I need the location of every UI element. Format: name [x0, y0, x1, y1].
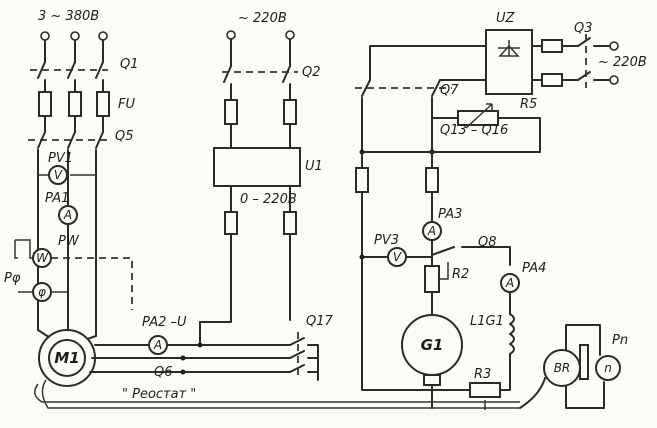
py-label: Pφ [4, 271, 21, 286]
ammeter-pa4: A PA4 [500, 261, 546, 293]
field-winding-l1g1: L1G1 [470, 313, 515, 355]
pa3-label: PA3 [438, 207, 462, 222]
terminal-l3 [98, 31, 108, 41]
pv3-meter-letter: V [393, 250, 402, 264]
middle-supply: ~ 220В [226, 11, 295, 40]
generator-g1: G1 [401, 314, 463, 386]
q8-label: Q8 [478, 235, 497, 250]
pn-meter-letter: n [604, 361, 612, 375]
phase-meter-py: φ Pφ [4, 257, 133, 310]
br-label: BR [554, 361, 571, 375]
q7-label: Q7 [440, 83, 459, 98]
voltmeter-pv1: V PV1 [38, 151, 96, 185]
resistor-r5: R5 Q13 – Q16 [361, 97, 541, 153]
py-meter-letter: φ [38, 285, 46, 299]
switch-q1: Q1 [30, 57, 139, 79]
three-phase-supply: 3 ~ 380В [38, 9, 108, 41]
resistor-r3: R3 [459, 367, 511, 410]
pv3-label: PV3 [374, 233, 399, 248]
fuses-fu: FU [38, 91, 135, 117]
reostat-label: " Реостат " [122, 387, 196, 402]
pv1-meter-letter: V [54, 168, 63, 182]
wattmeter-pw: W PW [14, 234, 80, 268]
u1-label: U1 [305, 159, 323, 174]
switch-q2: Q2 [222, 65, 321, 83]
reostat-bus: " Реостат " [34, 379, 520, 409]
pa4-meter-letter: A [505, 276, 514, 290]
l1g1-label: L1G1 [470, 314, 504, 329]
r5-label: R5 [520, 97, 537, 112]
rheostat-r2: R2 [424, 254, 469, 293]
q2-label: Q2 [302, 65, 321, 80]
r2-label: R2 [452, 267, 469, 282]
supply-220-right-label: ~ 220В [598, 55, 647, 70]
ammeter-pa1: A PA1 [45, 159, 78, 337]
terminal-l1 [40, 31, 50, 41]
ammeter-pa2 [148, 335, 168, 355]
pa2-meter-letter: A [153, 338, 162, 352]
q1-label: Q1 [120, 57, 139, 72]
q5-label: Q5 [115, 129, 134, 144]
motor-m1: M1 [37, 329, 97, 387]
supply-220-mid-label: ~ 220В [238, 11, 287, 26]
tachogenerator-br: BR [519, 324, 605, 409]
pa2-u-label: PA2 –U [142, 315, 187, 330]
g1-label: G1 [421, 336, 444, 354]
pn-label: Pn [612, 333, 628, 348]
rectifier-uz: UZ [485, 11, 533, 95]
switch-q5: Q5 [28, 129, 134, 149]
pa1-meter-letter: A [63, 208, 72, 222]
switch-q3: Q3 ~ 220В [574, 21, 647, 88]
q3-label: Q3 [574, 21, 593, 36]
pa4-label: PA4 [522, 261, 546, 276]
pw-meter-letter: W [36, 251, 49, 265]
fu-label: FU [118, 97, 135, 112]
terminal-l2 [70, 31, 80, 41]
pa3-meter-letter: A [427, 224, 436, 238]
q6-label: Q6 [154, 365, 173, 380]
ammeter-pa3: A PA3 [422, 191, 462, 256]
r3-label: R3 [474, 367, 491, 382]
uz-label: UZ [496, 11, 516, 26]
regulator-u1: U1 [213, 147, 323, 187]
supply-3ph-label: 3 ~ 380В [38, 9, 99, 24]
pa1-label: PA1 [45, 191, 69, 206]
voltmeter-pv3: V PV3 [359, 233, 433, 267]
rotor-circuit: A PA2 –U Q6 Q17 [89, 314, 334, 381]
m1-label: M1 [54, 349, 79, 367]
pw-label: PW [58, 234, 80, 249]
q13-q16-label: Q13 – Q16 [440, 123, 508, 138]
pv1-label: PV1 [48, 151, 73, 166]
switch-q7: Q7 [355, 79, 459, 98]
q17-label: Q17 [306, 314, 334, 329]
switch-q8: Q8 [431, 235, 511, 266]
u1-range-label: 0 – 220В [240, 192, 297, 207]
speed-meter-pn: n Pn [595, 333, 628, 381]
